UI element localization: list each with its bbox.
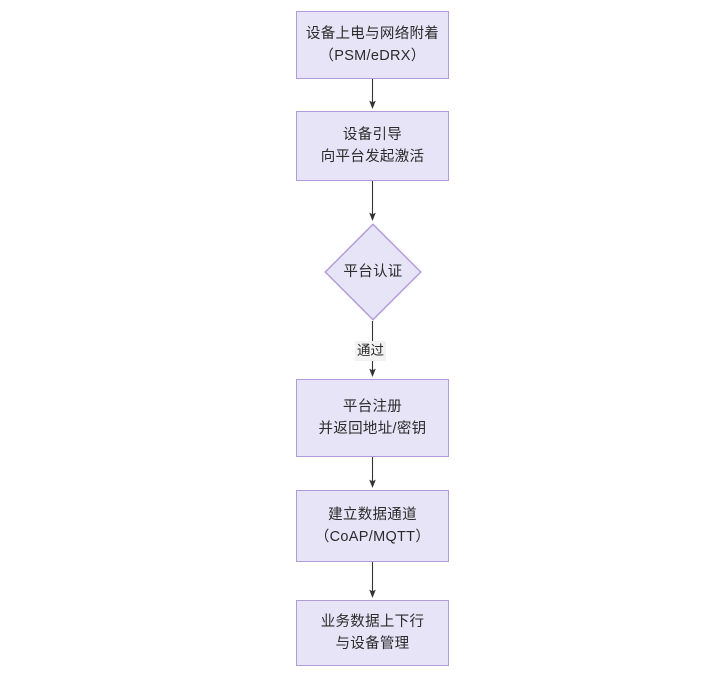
node-platform-register[interactable]: 平台注册 并返回地址/密钥	[296, 379, 449, 457]
node-label: 平台注册 并返回地址/密钥	[318, 398, 427, 437]
edge-label-pass: 通过	[355, 341, 386, 361]
node-label: 建立数据通道 （CoAP/MQTT）	[314, 506, 431, 545]
node-device-bootstrap[interactable]: 设备引导 向平台发起激活	[296, 111, 449, 181]
diamond-shape	[324, 223, 422, 321]
node-label: 业务数据上下行 与设备管理	[320, 613, 425, 652]
node-label: 设备上电与网络附着 （PSM/eDRX）	[305, 25, 440, 64]
node-establish-data-channel[interactable]: 建立数据通道 （CoAP/MQTT）	[296, 490, 449, 562]
node-label: 设备引导 向平台发起激活	[320, 126, 425, 165]
node-platform-auth-decision[interactable]: 平台认证	[324, 223, 422, 321]
node-label: 平台认证	[343, 263, 403, 280]
node-device-power-on[interactable]: 设备上电与网络附着 （PSM/eDRX）	[296, 11, 449, 79]
node-business-data-and-device-management[interactable]: 业务数据上下行 与设备管理	[296, 600, 449, 666]
